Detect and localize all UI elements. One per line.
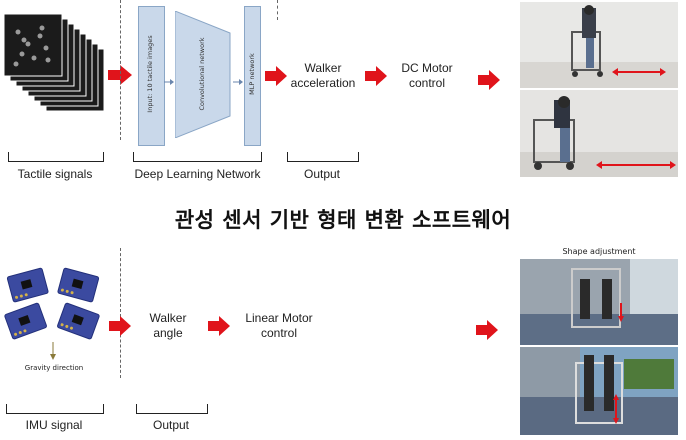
flow-arrow-3 [365, 66, 387, 91]
label-shape-adjustment: Shape adjustment [520, 247, 678, 256]
bracket-output-bottom [136, 404, 208, 414]
flow-arrow-b1 [109, 316, 131, 341]
tactile-frame [4, 14, 62, 76]
label-output-bottom: Output [134, 418, 208, 433]
bottom-output-line-1: Walker [140, 311, 196, 326]
bottom-motor-line-1: Linear Motor [236, 311, 322, 326]
flow-arrow-4 [478, 70, 500, 95]
flow-arrow-b2 [208, 316, 230, 341]
walker-photo-bottom [520, 259, 678, 435]
imu-boards-graphic [4, 266, 104, 346]
top-output-line-1: Walker [282, 61, 364, 76]
nn-mlp-label: MLP network [248, 24, 256, 124]
top-output-line-2: acceleration [282, 76, 364, 91]
nn-arrow-2 [233, 72, 243, 90]
imu-boards [4, 266, 104, 346]
tactile-blob [40, 26, 45, 31]
tactile-blob [46, 58, 51, 63]
bracket-dln [133, 152, 262, 162]
nn-conv-label: Convolutional network [198, 24, 206, 124]
top-motor-text: DC Motor control [390, 61, 464, 91]
tactile-blob [16, 30, 21, 35]
tactile-blob [32, 56, 37, 61]
bracket-imu [6, 404, 104, 414]
tactile-blob [26, 42, 31, 47]
walker-photo-graphic [520, 2, 678, 177]
tactile-images-graphic [4, 14, 104, 124]
divider-line-top [120, 0, 121, 140]
label-output-top: Output [285, 167, 359, 182]
walker-photo-top [520, 2, 678, 177]
tactile-blob [38, 34, 43, 39]
tactile-image-stack [4, 14, 104, 124]
flow-arrow-b3 [476, 320, 498, 345]
label-deep-learning-network: Deep Learning Network [120, 167, 275, 182]
down-arrow-icon [49, 342, 57, 365]
label-tactile-signals: Tactile signals [0, 167, 110, 182]
tactile-blob [14, 62, 19, 67]
bracket-tactile [8, 152, 104, 162]
top-motor-line-1: DC Motor [390, 61, 464, 76]
tactile-blob [20, 52, 25, 57]
tactile-blob [22, 38, 27, 43]
nn-arrow-1 [164, 72, 174, 90]
divider-line-bottom [120, 248, 121, 378]
label-imu-signal: IMU signal [0, 418, 108, 433]
top-output-text: Walker acceleration [282, 61, 364, 91]
label-gravity-direction: Gravity direction [4, 364, 104, 372]
bottom-motor-text: Linear Motor control [236, 311, 322, 341]
tactile-blob [44, 46, 49, 51]
top-motor-line-2: control [390, 76, 464, 91]
bottom-motor-line-2: control [236, 326, 322, 341]
bracket-output-top [287, 152, 359, 162]
divider-line-top-2 [277, 0, 278, 20]
bottom-output-line-2: angle [140, 326, 196, 341]
nn-input-label: Input: 10 tactile images [146, 24, 154, 124]
page-title: 관성 센서 기반 형태 변환 소프트웨어 [0, 204, 686, 234]
bottom-output-text: Walker angle [140, 311, 196, 341]
shape-photo-graphic [520, 259, 678, 435]
